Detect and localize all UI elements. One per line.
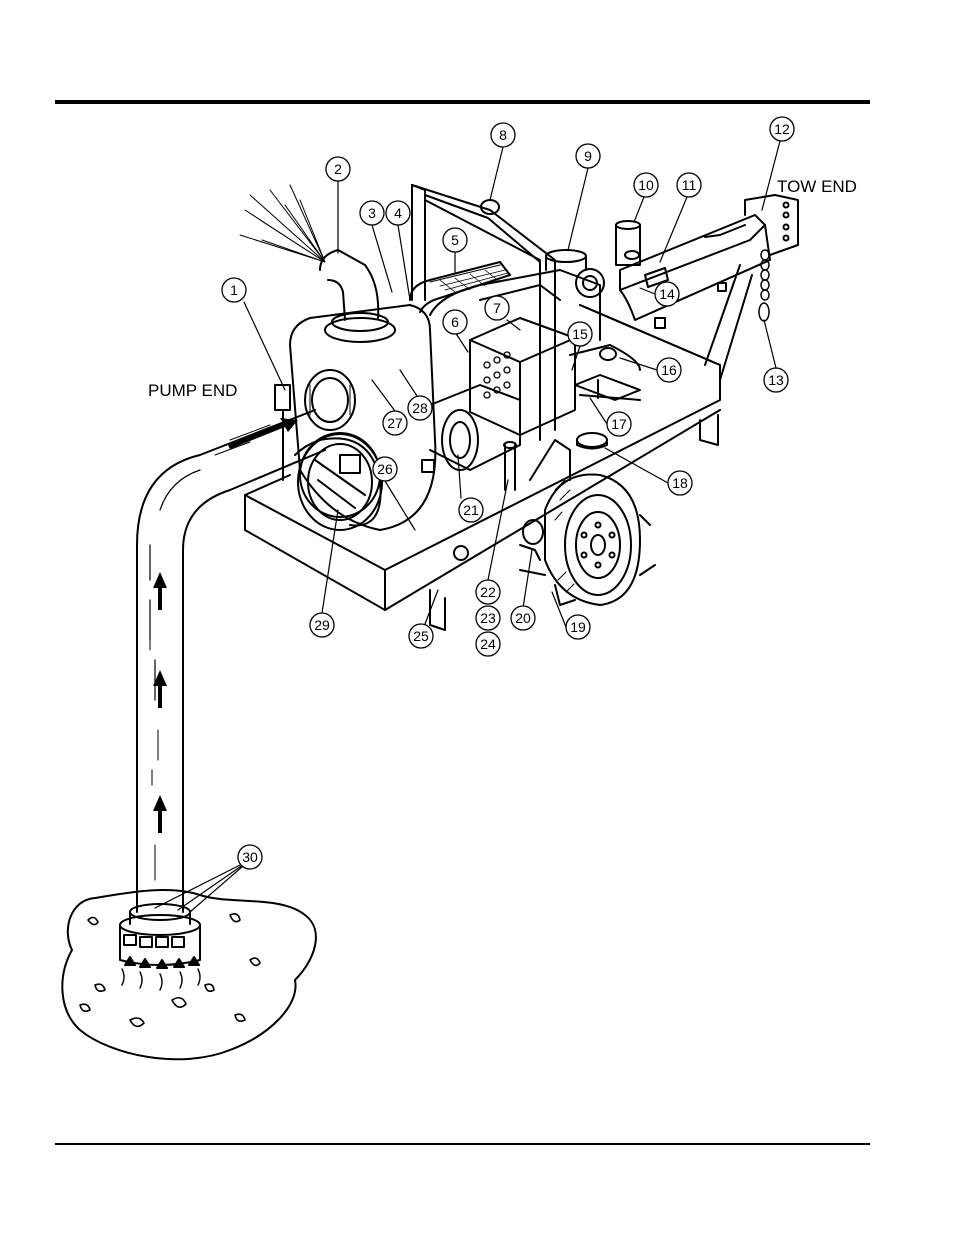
cover-plate	[300, 433, 380, 517]
svg-text:14: 14	[659, 286, 675, 302]
svg-text:25: 25	[413, 628, 429, 644]
callout-29: 29	[310, 613, 334, 637]
svg-text:11: 11	[682, 177, 697, 193]
callout-18: 18	[668, 471, 692, 495]
callout-24: 24	[476, 632, 500, 656]
svg-text:9: 9	[584, 148, 592, 164]
tow-end-label: TOW END	[777, 177, 857, 196]
svg-text:16: 16	[661, 362, 677, 378]
callout-25: 25	[409, 624, 433, 648]
svg-text:4: 4	[394, 205, 402, 221]
svg-text:22: 22	[480, 584, 496, 600]
suction-flange	[305, 370, 355, 430]
svg-text:7: 7	[493, 300, 501, 316]
callout-13: 13	[764, 368, 788, 392]
svg-text:19: 19	[570, 619, 586, 635]
seal-housing	[430, 385, 520, 470]
tow-bar	[620, 195, 798, 328]
callout-markers: 1 2 3 4 5 6 7 8 9 10 11 12 13 14 15 16 1…	[222, 117, 794, 869]
svg-text:23: 23	[480, 610, 496, 626]
svg-text:6: 6	[451, 314, 459, 330]
callout-10: 10	[634, 173, 658, 197]
svg-text:26: 26	[377, 461, 393, 477]
svg-text:15: 15	[572, 326, 588, 342]
svg-text:5: 5	[451, 232, 459, 248]
battery-box	[570, 345, 640, 400]
callout-30: 30	[238, 845, 262, 869]
callout-5: 5	[443, 228, 467, 252]
callout-leaders	[155, 141, 780, 912]
callout-17: 17	[607, 412, 631, 436]
callout-7: 7	[485, 296, 509, 320]
callout-19: 19	[566, 615, 590, 639]
svg-text:28: 28	[412, 400, 428, 416]
callout-2: 2	[326, 157, 350, 181]
svg-text:27: 27	[387, 415, 403, 431]
svg-text:20: 20	[515, 610, 531, 626]
callout-21: 21	[459, 498, 483, 522]
callout-3: 3	[360, 201, 384, 225]
safety-chain	[759, 250, 769, 321]
svg-text:17: 17	[611, 416, 627, 432]
callout-28: 28	[408, 396, 432, 420]
callout-1: 1	[222, 278, 246, 302]
svg-text:13: 13	[768, 372, 784, 388]
svg-text:1: 1	[230, 282, 238, 298]
callout-22: 22	[476, 580, 500, 604]
callout-4: 4	[386, 201, 410, 225]
svg-text:3: 3	[368, 205, 376, 221]
callout-23: 23	[476, 606, 500, 630]
svg-text:8: 8	[499, 127, 507, 143]
pool-rocks	[80, 914, 260, 1027]
water-spray	[240, 185, 325, 262]
callout-26: 26	[373, 457, 397, 481]
callout-14: 14	[655, 282, 679, 306]
svg-text:29: 29	[314, 617, 330, 633]
svg-text:12: 12	[774, 121, 790, 137]
suction-hose	[137, 410, 325, 912]
callout-12: 12	[770, 117, 794, 141]
callout-6: 6	[443, 310, 467, 334]
callout-27: 27	[383, 411, 407, 435]
suction-strainer	[120, 904, 200, 990]
fuel-cap	[577, 433, 607, 449]
svg-text:10: 10	[638, 177, 654, 193]
callout-11: 11	[677, 173, 701, 197]
svg-text:2: 2	[334, 161, 342, 177]
exhaust-stack	[616, 221, 640, 265]
callout-8: 8	[491, 123, 515, 147]
callout-16: 16	[657, 358, 681, 382]
callout-20: 20	[511, 606, 535, 630]
svg-text:21: 21	[463, 502, 479, 518]
callout-9: 9	[576, 144, 600, 168]
svg-text:18: 18	[672, 475, 688, 491]
pump-end-label: PUMP END	[148, 381, 237, 400]
svg-text:30: 30	[242, 849, 258, 865]
svg-text:24: 24	[480, 636, 496, 652]
callout-15: 15	[568, 322, 592, 346]
